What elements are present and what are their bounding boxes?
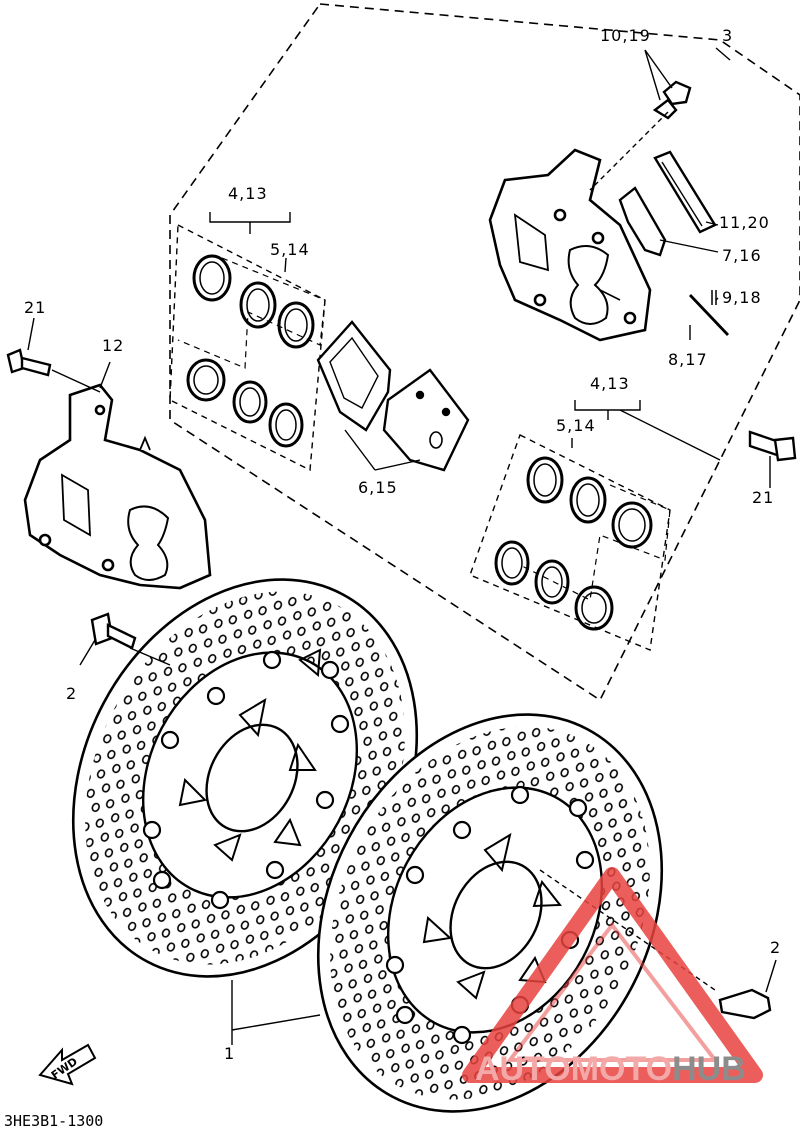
callout-11-20: 11,20 (719, 213, 770, 232)
caliper-right (488, 148, 652, 342)
pistons-seals-top (186, 254, 315, 448)
callout-3: 3 (722, 26, 734, 45)
watermark-triangle (462, 867, 763, 1083)
callout-6-15: 6,15 (358, 478, 398, 497)
callout-7-16: 7,16 (722, 246, 762, 265)
watermark-part-2: MOTO (570, 1050, 673, 1088)
diagram-code: 3HE3B1-1300 (4, 1112, 104, 1130)
callout-4-13-right: 4,13 (590, 374, 630, 393)
callout-9-18: 9,18 (722, 288, 762, 307)
seal-kit-outline-top (169, 223, 326, 472)
leader-lines (27, 47, 777, 1045)
watermark-text: AUTOMOTOHUB (475, 1050, 746, 1089)
pistons-seals-right (494, 456, 653, 631)
assembly-dashed-outline (169, 3, 800, 702)
callout-2-left: 2 (66, 684, 78, 703)
pad-spring (618, 80, 730, 336)
callout-4-13-top: 4,13 (228, 184, 268, 203)
callout-10-19: 10,19 (600, 26, 651, 45)
callout-5-14-right: 5,14 (556, 416, 596, 435)
brake-pads (316, 320, 470, 472)
fwd-arrow-icon (38, 1043, 97, 1086)
callout-8-17: 8,17 (668, 350, 708, 369)
callout-2-right: 2 (770, 938, 782, 957)
callout-1: 1 (224, 1044, 236, 1063)
callout-12: 12 (102, 336, 125, 355)
callout-21-right: 21 (752, 488, 775, 507)
watermark-part-1: AUTO (475, 1050, 571, 1088)
caliper-left (23, 383, 212, 590)
watermark-part-3: HUB (672, 1050, 746, 1088)
callout-5-14-top: 5,14 (270, 240, 310, 259)
callout-21-left: 21 (24, 298, 47, 317)
bolts (6, 348, 797, 1020)
seal-kit-outline-right (469, 434, 671, 651)
